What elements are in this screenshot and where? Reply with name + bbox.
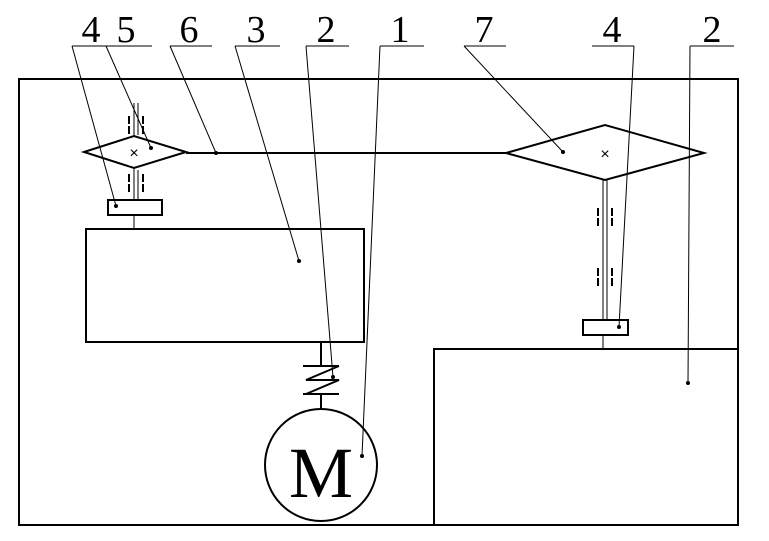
right-housing bbox=[433, 348, 739, 526]
right-coupling bbox=[582, 319, 629, 336]
motor-clutch bbox=[303, 342, 340, 409]
left-coupling bbox=[107, 199, 163, 216]
left-gear-mark: × bbox=[129, 145, 138, 162]
callout-4-left: 4 bbox=[82, 9, 101, 51]
right-gear bbox=[502, 123, 708, 182]
callout-2-right: 2 bbox=[703, 9, 722, 51]
callout-5: 5 bbox=[117, 9, 136, 51]
leader-lines bbox=[71, 45, 691, 457]
callout-7: 7 bbox=[475, 9, 494, 51]
callout-1: 1 bbox=[391, 9, 410, 51]
callout-4-right: 4 bbox=[603, 9, 622, 51]
callout-6: 6 bbox=[180, 9, 199, 51]
motor-letter: M bbox=[289, 433, 353, 513]
main-block bbox=[85, 228, 365, 343]
leader-dots bbox=[114, 146, 690, 458]
callout-3: 3 bbox=[247, 9, 266, 51]
right-shaft bbox=[597, 180, 613, 349]
callout-2-left: 2 bbox=[317, 9, 336, 51]
right-gear-mark: × bbox=[600, 146, 609, 163]
